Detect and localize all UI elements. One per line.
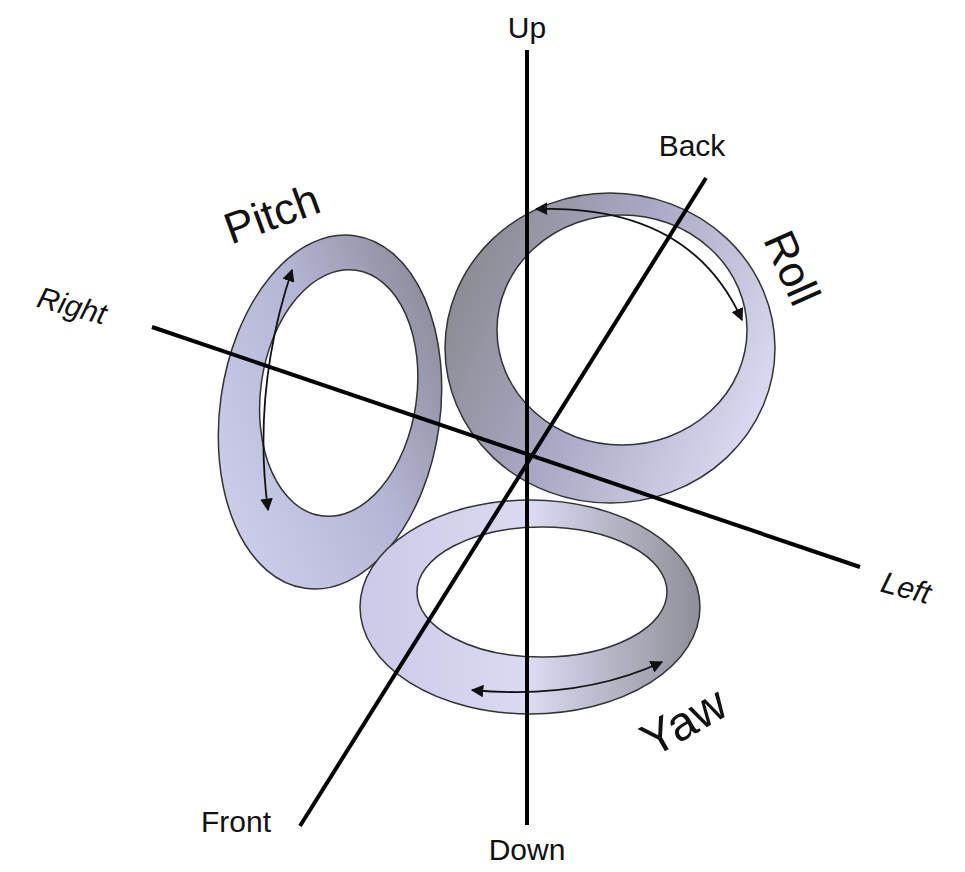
axis-label: Down bbox=[489, 835, 566, 865]
up-down-axis bbox=[525, 50, 529, 825]
right-left-axis bbox=[152, 327, 860, 567]
axis-label: Back bbox=[659, 131, 726, 161]
rotation-label: Pitch bbox=[219, 177, 326, 252]
rotation-label: Yaw bbox=[633, 679, 735, 765]
yaw-arrow bbox=[472, 662, 662, 692]
axis-label: Front bbox=[201, 807, 271, 837]
pitch-arrow bbox=[263, 270, 292, 510]
roll-ring bbox=[445, 193, 775, 503]
roll-arrow bbox=[536, 209, 742, 320]
axis-label: Right bbox=[34, 282, 109, 329]
axis-label: Left bbox=[878, 567, 934, 609]
yaw-ring bbox=[360, 500, 700, 714]
axis-label: Up bbox=[508, 13, 546, 43]
